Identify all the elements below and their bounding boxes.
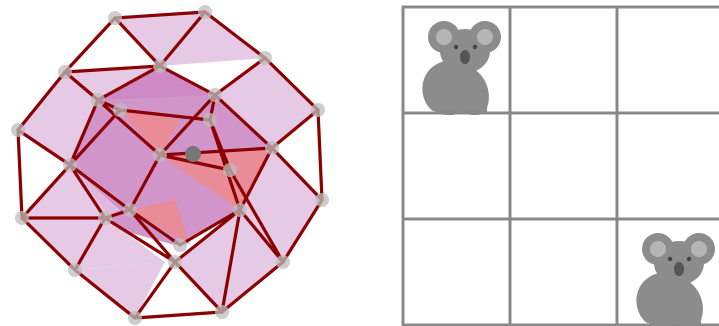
face xyxy=(75,262,165,318)
vertex xyxy=(123,203,137,217)
vertex xyxy=(58,65,72,79)
vertex xyxy=(91,93,105,107)
vertex xyxy=(113,103,127,117)
grid-cell xyxy=(403,113,510,219)
grid-cell xyxy=(403,219,510,325)
vertex xyxy=(168,255,182,269)
edge xyxy=(18,130,22,218)
vertex xyxy=(233,203,247,217)
vertex xyxy=(11,123,25,137)
vertex xyxy=(153,148,167,162)
vertex xyxy=(128,311,142,325)
vertex xyxy=(276,255,290,269)
vertex xyxy=(198,5,212,19)
vertex xyxy=(63,158,77,172)
vertex xyxy=(203,113,217,127)
vertex xyxy=(68,263,82,277)
koala-icon xyxy=(422,21,501,115)
vertex xyxy=(208,88,222,102)
vertex xyxy=(258,51,272,65)
vertex xyxy=(265,141,279,155)
grid-cell xyxy=(510,7,617,113)
vertex xyxy=(15,211,29,225)
grid-cell xyxy=(617,113,719,219)
grid-cell xyxy=(510,113,617,219)
vertex xyxy=(223,163,237,177)
polyhedron-figure xyxy=(0,0,340,326)
vertex xyxy=(153,59,167,73)
center-vertex xyxy=(185,146,201,162)
edge xyxy=(135,312,222,318)
edge xyxy=(65,18,115,72)
vertex xyxy=(215,305,229,319)
koala-grid xyxy=(400,4,719,326)
vertex xyxy=(173,238,187,252)
vertex xyxy=(98,211,112,225)
grid-cell xyxy=(617,7,719,113)
edge xyxy=(318,110,322,200)
koala-icon xyxy=(636,233,715,326)
vertex xyxy=(311,103,325,117)
vertex xyxy=(108,11,122,25)
grid-cell xyxy=(510,219,617,325)
vertex xyxy=(315,193,329,207)
